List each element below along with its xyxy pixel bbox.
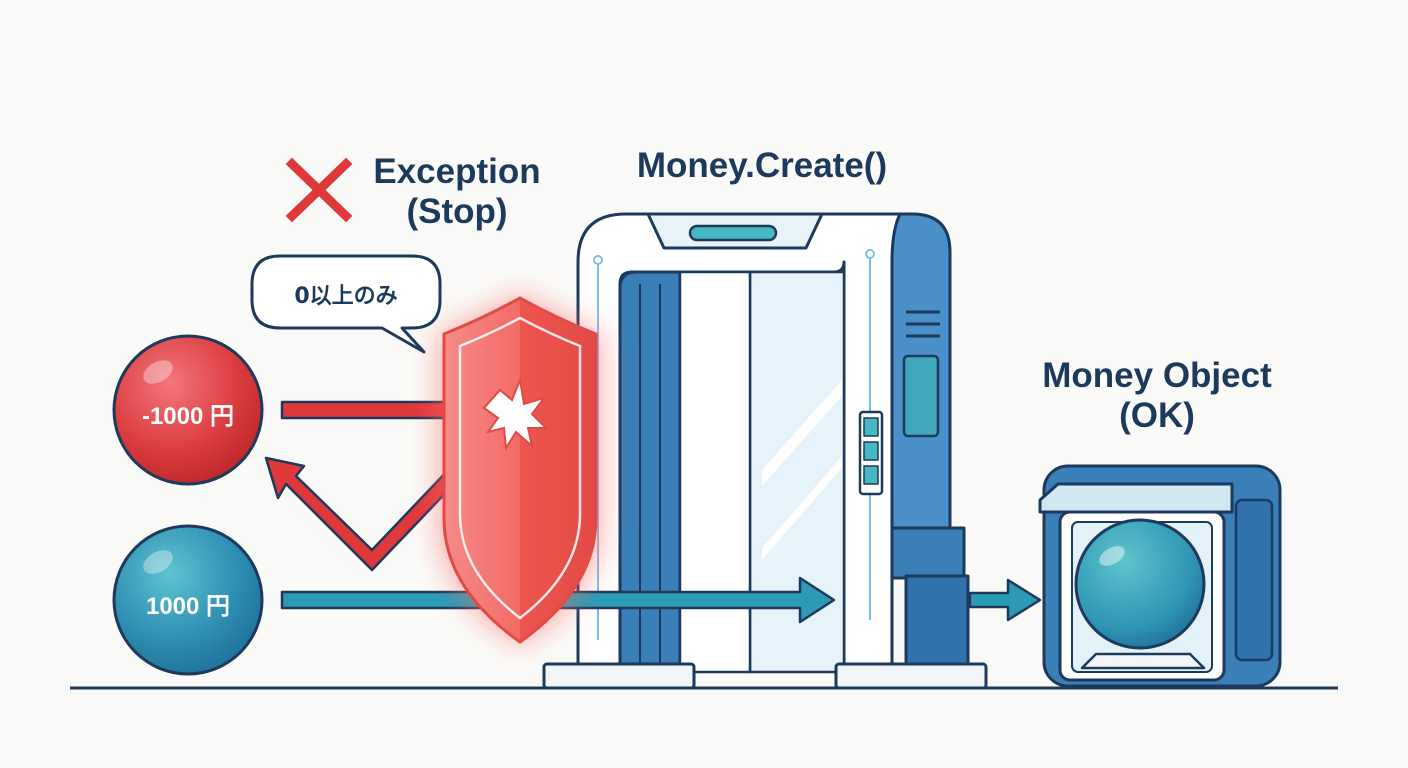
money-create-gate bbox=[542, 212, 988, 690]
money-object-label-line2: (OK) bbox=[1119, 396, 1195, 436]
speech-bubble-text: 0以上のみ bbox=[294, 284, 398, 309]
gate-side-panel bbox=[902, 354, 940, 438]
negative-input-ball bbox=[112, 334, 264, 486]
output-arrow bbox=[968, 578, 1042, 622]
x-mark-icon bbox=[285, 157, 353, 223]
gate-left-pillar bbox=[618, 270, 682, 674]
negative-input-label: -1000 円 bbox=[141, 403, 235, 430]
impact-burst bbox=[482, 376, 549, 452]
gate-foot-column bbox=[904, 574, 970, 670]
positive-input-label: 1000 円 bbox=[145, 593, 231, 620]
exception-label-line2: (Stop) bbox=[406, 192, 508, 232]
speech-bubble bbox=[250, 254, 442, 354]
gate-foot-right bbox=[834, 662, 988, 690]
money-object-label: Money Object (OK) bbox=[1010, 356, 1304, 437]
exception-label-line1: Exception bbox=[373, 152, 541, 191]
gate-title: Money.Create() bbox=[636, 146, 888, 185]
money-object-container bbox=[1038, 464, 1282, 688]
shield-icon bbox=[438, 294, 602, 646]
money-object-label-line1: Money Object bbox=[1042, 356, 1272, 395]
positive-input-ball bbox=[112, 524, 264, 676]
gate-foot-left bbox=[542, 662, 696, 690]
money-object-orb bbox=[1074, 518, 1206, 650]
gate-lower-block bbox=[890, 526, 966, 580]
gate-indicator-light bbox=[688, 224, 778, 242]
exception-label: Exception (Stop) bbox=[364, 152, 550, 233]
